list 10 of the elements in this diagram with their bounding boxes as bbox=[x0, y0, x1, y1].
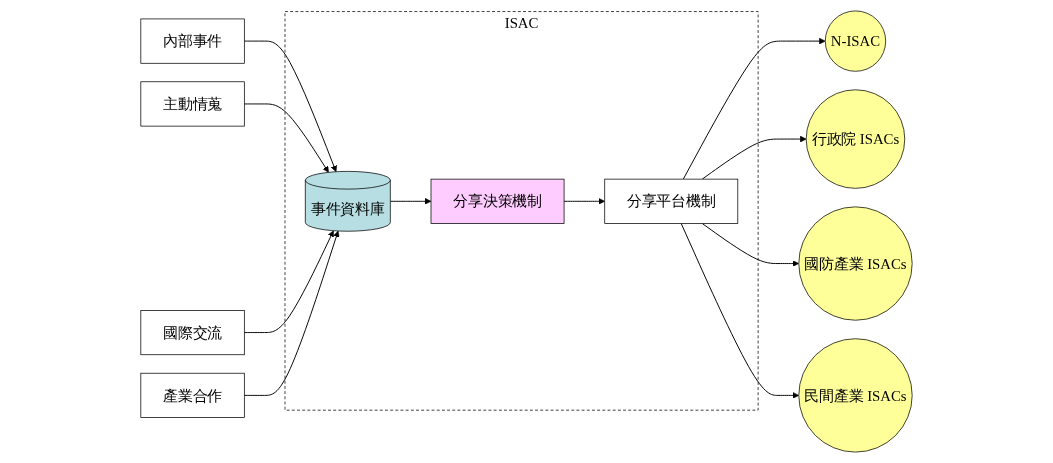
node-circle: 民間產業 ISACs bbox=[798, 338, 913, 453]
node-circle: 行政院 ISACs bbox=[805, 89, 906, 189]
node-circle: 國防產業 ISACs bbox=[798, 206, 913, 321]
node-box: 內部事件 bbox=[140, 18, 245, 64]
node-box: 分享平台機制 bbox=[604, 178, 739, 224]
node-box: 產業合作 bbox=[140, 372, 245, 418]
node-box: 主動情蒐 bbox=[140, 81, 245, 127]
node-circle: N-ISAC bbox=[824, 10, 887, 72]
node-box: 分享決策機制 bbox=[430, 178, 565, 224]
node-box: 國際交流 bbox=[140, 310, 245, 356]
